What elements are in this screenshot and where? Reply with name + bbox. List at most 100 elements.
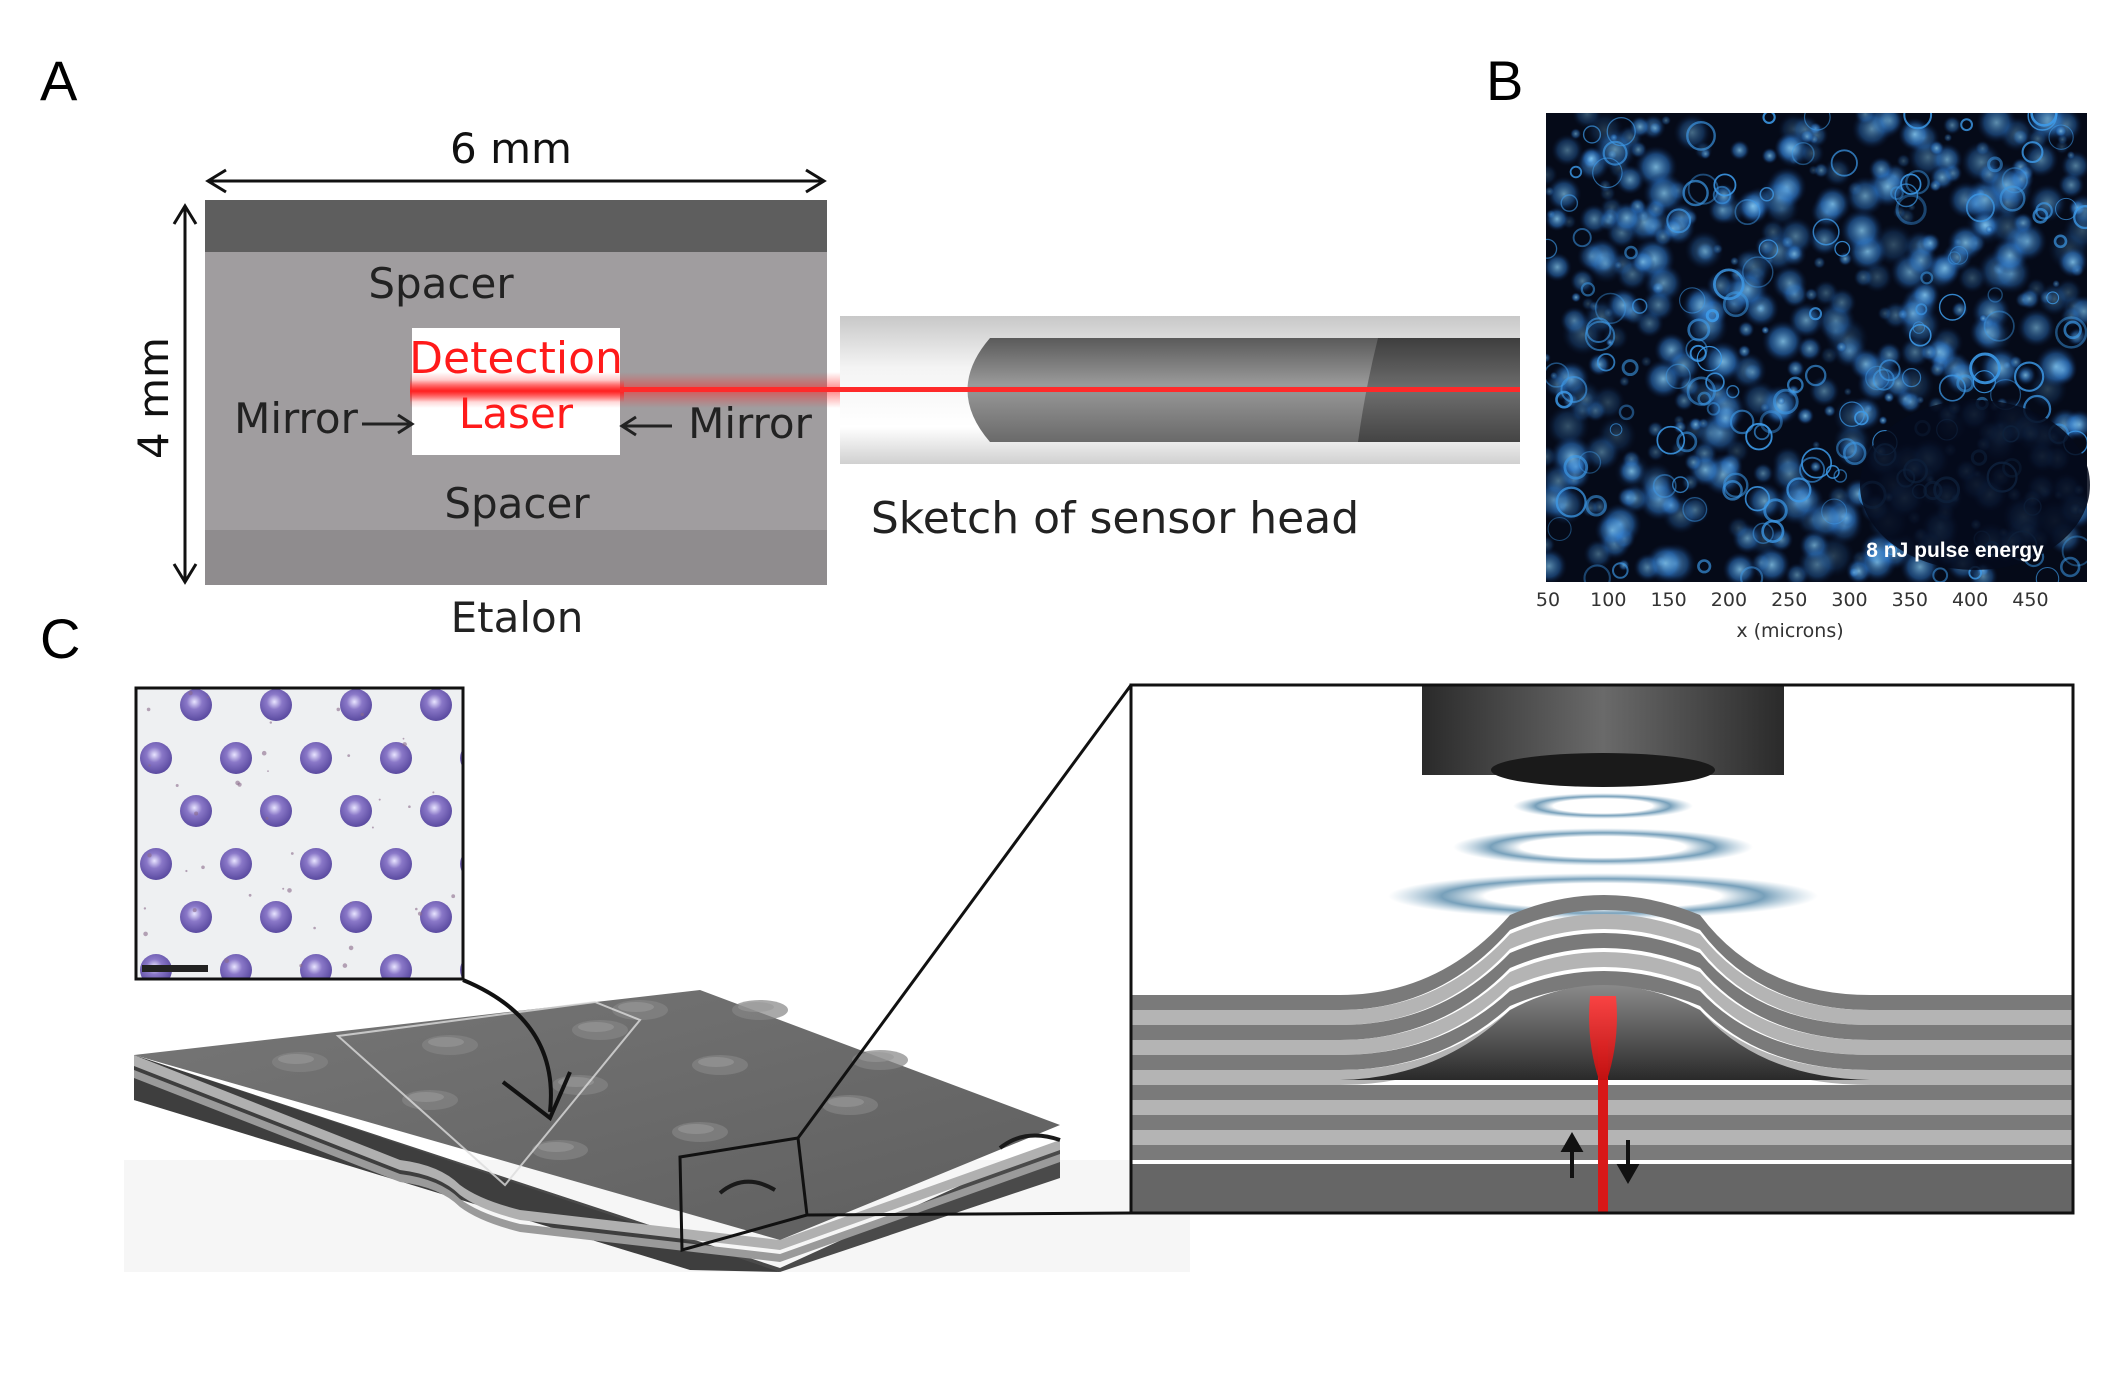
microscopy-speckle — [1849, 347, 1883, 381]
inset-dot — [460, 854, 463, 874]
height-label: 4 mm — [129, 337, 178, 459]
inset-debris — [206, 696, 209, 699]
microscopy-cell — [1834, 240, 1851, 257]
membrane-layer — [1131, 971, 2073, 1070]
microscopy-speckle — [1700, 148, 1711, 160]
inset-dot — [220, 954, 252, 979]
microscopy-cell — [1734, 199, 1761, 226]
microscopy-cell — [1886, 543, 1898, 555]
microscopy-speckle — [1761, 147, 1778, 164]
microscopy-speckle — [1546, 252, 1572, 282]
microscopy-speckle — [1618, 375, 1630, 387]
microscopy-cell — [1742, 256, 1774, 288]
microscopy-speckle — [1813, 256, 1826, 269]
microscopy-speckle — [1857, 542, 1897, 582]
inset-dot — [540, 848, 572, 880]
microscopy-speckle — [1546, 186, 1555, 197]
microscopy-cell — [1594, 292, 1627, 325]
zoom-border — [1129, 683, 2075, 1215]
microscopy-speckle — [1585, 113, 1625, 150]
inset-debris — [146, 707, 151, 712]
x-tick-label: 150 — [1650, 589, 1686, 611]
microscopy-speckle — [1976, 113, 2017, 143]
microscopy-cell — [1900, 173, 1922, 195]
slab-bump-highlight — [538, 1142, 574, 1152]
inset-debris — [415, 907, 418, 911]
microscopy-cell — [1706, 402, 1721, 416]
inset-debris — [267, 770, 269, 772]
microscopy-cell — [1621, 359, 1639, 377]
panel-c-device-slab — [124, 990, 1190, 1272]
mirror-right-label: Mirror — [688, 399, 812, 448]
acoustic-ring-1 — [1513, 793, 1693, 819]
microscopy-cell — [1839, 401, 1865, 427]
microscopy-cell — [1609, 423, 1623, 436]
microscopy-speckle — [2011, 128, 2030, 146]
scale-bar — [142, 965, 208, 972]
microscopy-cell — [1744, 486, 1771, 512]
inset-dot — [340, 689, 372, 721]
microscopy-cell — [1983, 310, 2015, 342]
inset-dot — [300, 848, 332, 880]
microscopy-speckle — [1861, 261, 1894, 293]
microscopy-cell — [1895, 193, 1927, 225]
microscopy-speckle — [1776, 217, 1815, 256]
inset-dot — [420, 795, 452, 827]
microscopy-speckle — [1750, 552, 1772, 574]
microscopy-speckle — [1577, 390, 1596, 409]
microscopy-cell — [1987, 287, 2003, 303]
microscopy-speckle — [2016, 308, 2056, 348]
inset-debris — [350, 901, 352, 904]
microscopy-cell — [1987, 156, 2003, 173]
inset-background — [136, 688, 463, 979]
microscopy-cell — [1569, 165, 1583, 179]
selected-region-outline — [335, 1000, 642, 1187]
microscopy-cell — [1712, 185, 1732, 205]
down-arrow — [1616, 1140, 1640, 1185]
mirror-right-arrow — [619, 415, 672, 437]
inset-debris — [143, 931, 148, 937]
inset-dot — [500, 795, 532, 827]
microscopy-cell — [1804, 364, 1827, 387]
microscopy-cell — [1808, 307, 1823, 321]
microscopy-cell — [1682, 496, 1708, 522]
inset-debris — [336, 707, 341, 712]
microscopy-cell — [1682, 179, 1709, 207]
inset-dot — [140, 848, 172, 880]
slab-bump-highlight — [698, 1057, 734, 1067]
microscopy-speckle — [1551, 134, 1584, 167]
microscopy-cell — [1903, 113, 1933, 130]
inset-dot — [500, 901, 532, 933]
microscopy-cell — [1726, 385, 1740, 399]
microscopy-cell — [1932, 567, 1949, 582]
mirror-left-arrow — [362, 413, 415, 435]
microscopy-speckle — [1804, 287, 1819, 302]
microscopy-cell — [1799, 456, 1826, 483]
inset-debris — [188, 690, 193, 696]
inset-dot — [300, 954, 332, 979]
objective-aperture — [1491, 753, 1715, 787]
microscopy-speckle — [1643, 359, 1684, 399]
inset-debris — [378, 798, 381, 801]
microscopy-cell — [1596, 353, 1616, 372]
x-tick-label: 100 — [1590, 589, 1626, 611]
zoom-connector-bottom — [806, 1211, 1132, 1217]
microscopy-cell — [1585, 317, 1612, 344]
microscopy-cell — [1830, 149, 1858, 177]
microscopy-cell — [1965, 193, 1995, 223]
microscopy-cell — [1812, 218, 1840, 246]
microscopy-cell — [1578, 451, 1602, 474]
microscopy-speckle — [1904, 243, 1938, 277]
inset-dot — [540, 742, 572, 774]
spacer-bottom-label: Spacer — [444, 479, 590, 528]
microscopy-speckle — [1629, 116, 1651, 138]
microscopy-speckle — [1546, 176, 1582, 212]
microscopy-cell — [1761, 519, 1785, 543]
microscopy-cell — [1679, 287, 1706, 314]
x-tick-label: 450 — [2012, 589, 2048, 611]
microscopy-speckle — [1637, 462, 1675, 500]
slab-bump-highlight — [578, 1022, 614, 1032]
microscopy-speckle — [1583, 433, 1621, 471]
membrane-layer — [1131, 895, 2073, 1010]
microscopy-cell — [1705, 308, 1720, 323]
